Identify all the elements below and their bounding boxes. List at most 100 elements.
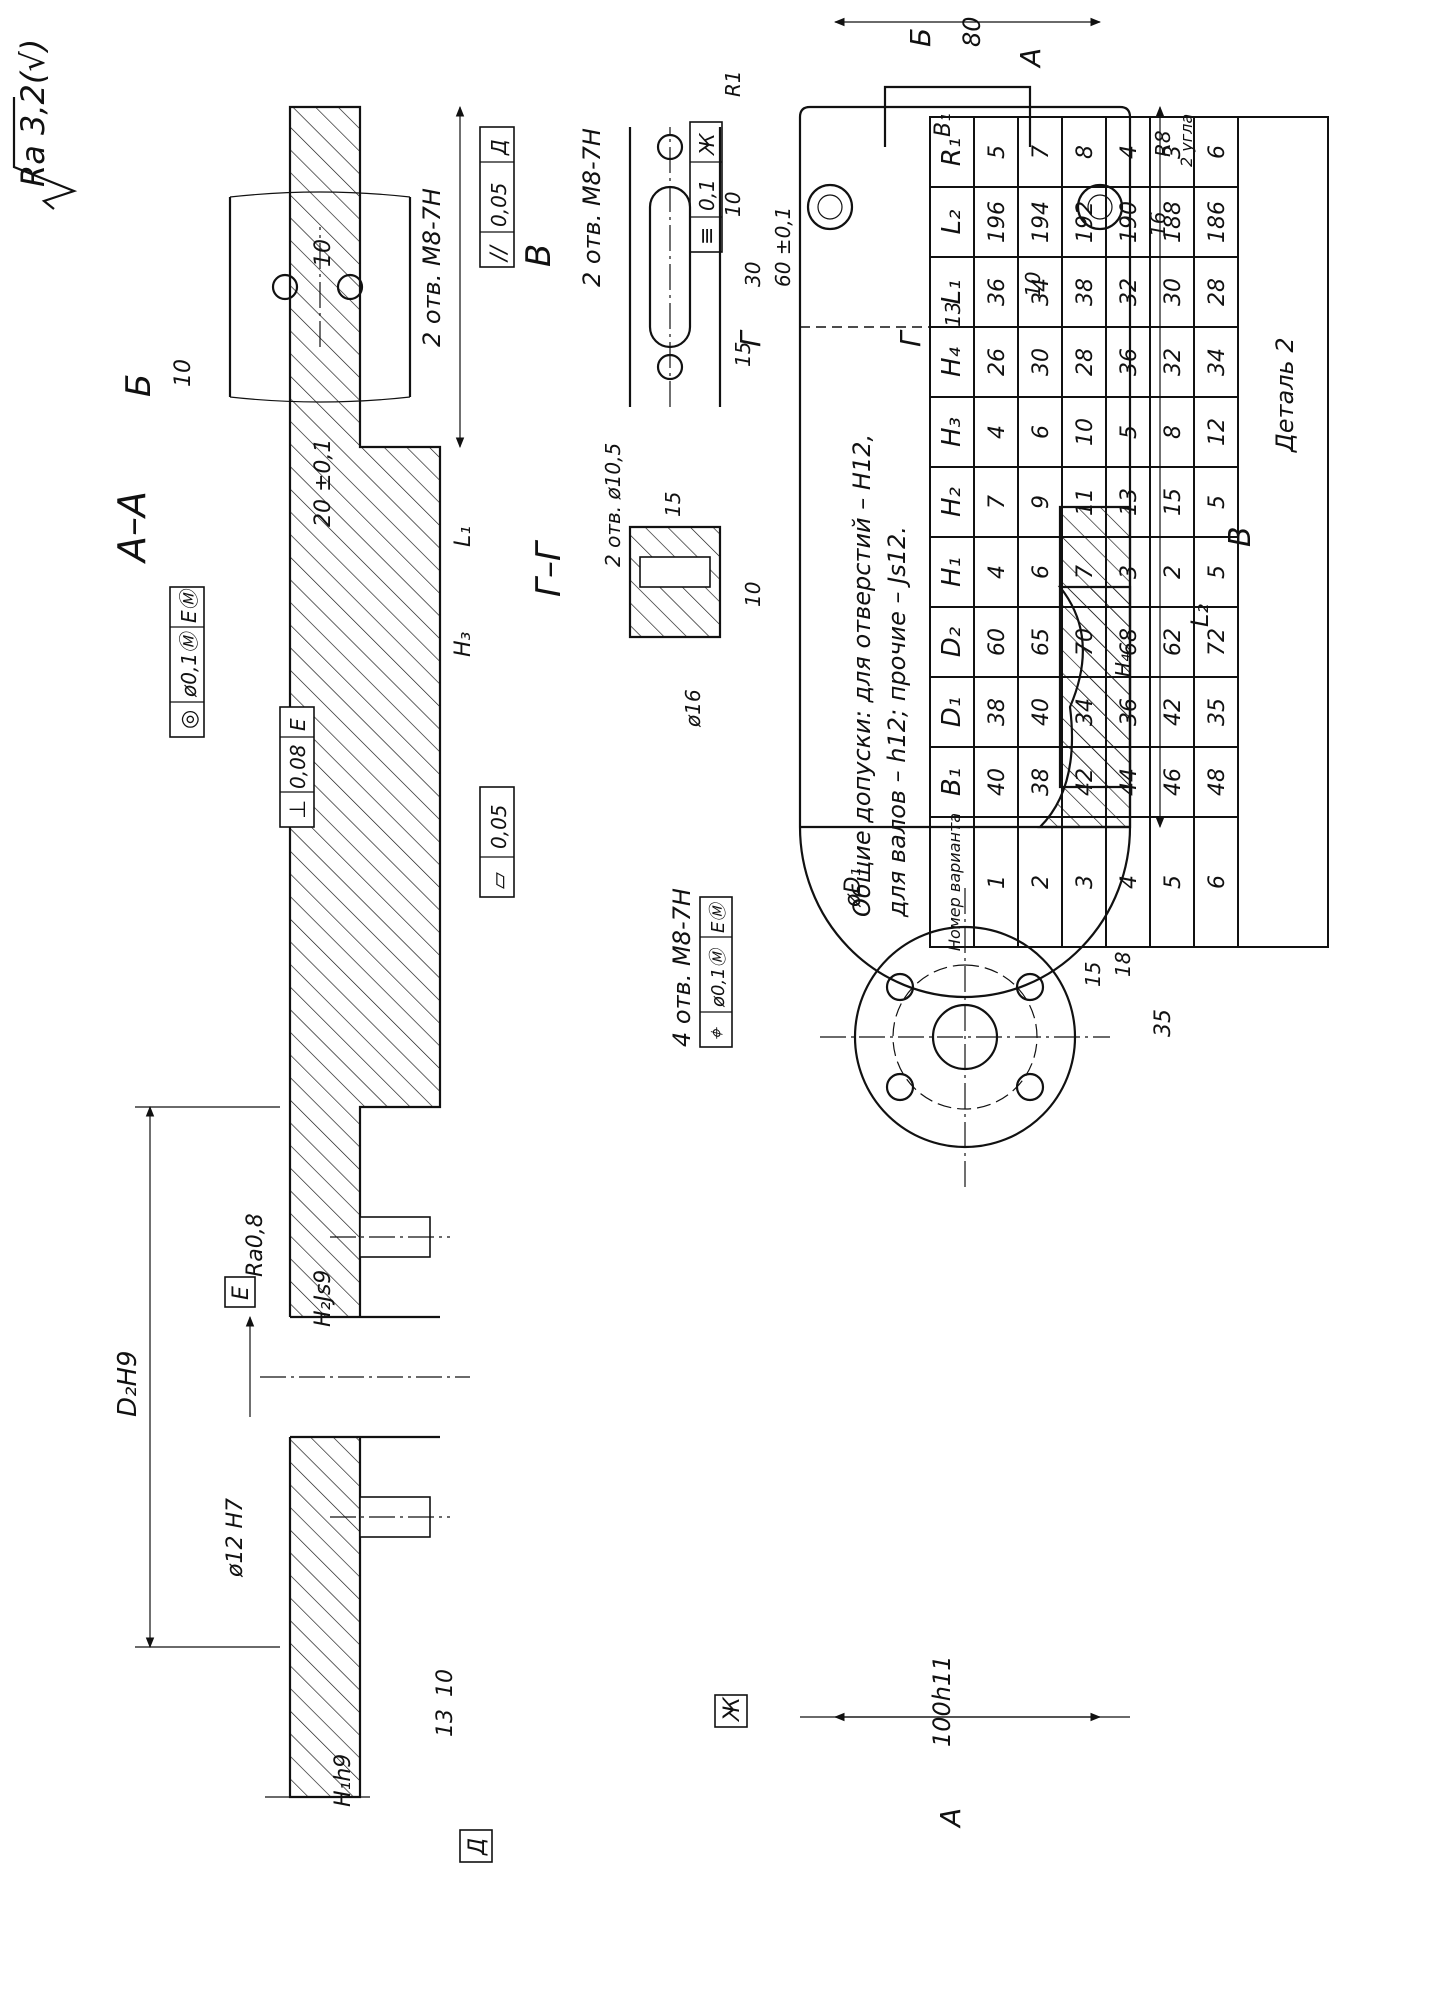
table-header-cell: L₁ — [937, 280, 967, 305]
table-cell: 72 — [1205, 628, 1230, 656]
view-b: Б 10 20 ±0,1 10 2 отв. М8-7Н — [119, 188, 446, 527]
pos-ref: ЕⓂ — [708, 901, 729, 933]
table-cell: 44 — [1117, 768, 1142, 796]
pos-sym: ⌖ — [705, 1027, 730, 1041]
dim-d1: øD₁ — [841, 868, 866, 908]
view-v-dim-30: 30 — [741, 262, 765, 287]
dim-l1: L₁ — [451, 526, 476, 547]
table-header-cell: B₁ — [937, 768, 967, 796]
tol-perp-val: 0,08 — [286, 744, 310, 789]
section-gg-note: 2 отв. ø10,5 — [601, 443, 625, 567]
view-v-note: 2 отв. М8-7Н — [578, 128, 606, 287]
table-cell: 5 — [1161, 875, 1186, 889]
tol-perp-sym: ⊥ — [286, 800, 311, 819]
table-cell: 2 — [1029, 875, 1054, 889]
table-header-cell: H₂ — [937, 487, 967, 517]
section-aa-title: А–А — [110, 491, 154, 565]
pos-val: ø0,1Ⓜ — [708, 946, 729, 1008]
table-cell: 70 — [1073, 628, 1098, 656]
table-cell: 6 — [1029, 565, 1054, 579]
dim-35: 35 — [1151, 1009, 1176, 1037]
table-cell: 30 — [1029, 348, 1054, 376]
table-header-cell: L₂ — [937, 210, 967, 235]
tol-position-frame: ⌖ ø0,1Ⓜ ЕⓂ — [699, 896, 733, 1048]
dim-100h11: 100h11 — [928, 1655, 956, 1747]
table-cell: 196 — [985, 201, 1010, 243]
table-cell: 12 — [1205, 418, 1230, 446]
table-cell: 5 — [1117, 425, 1142, 439]
roughness-bore: Ra0,8 — [243, 1213, 268, 1277]
holes-note: 4 отв. М8-7Н — [668, 888, 696, 1047]
view-b-note: 2 отв. М8-7Н — [418, 188, 446, 347]
table-cell: 28 — [1073, 348, 1098, 376]
table-cell: 188 — [1161, 201, 1186, 243]
table-cell: 5 — [1205, 495, 1230, 509]
table-cell: 65 — [1029, 628, 1054, 656]
table-cell: 32 — [1161, 348, 1186, 376]
dim-bore: ø12 H7 — [223, 1498, 248, 1578]
table-header-cell: H₄ — [937, 346, 967, 377]
view-v-dim-15: 15 — [731, 342, 755, 367]
tol-perp-ref: Е — [286, 718, 310, 731]
table-cell: 48 — [1205, 768, 1230, 796]
dim-18: 18 — [1111, 952, 1135, 977]
notes-line1: Общие допуски: для отверстий – H12, — [848, 434, 876, 917]
roughness-symbol: Ra 3,2(√) — [12, 39, 78, 210]
dim-10-a: 10 — [721, 192, 745, 217]
table-header-cell: D₁ — [937, 697, 967, 727]
datum-e: Е — [229, 1286, 254, 1300]
cut-b: Б — [904, 28, 937, 47]
table-cell: 32 — [1117, 278, 1142, 306]
tol-par-ref: Д — [487, 139, 511, 156]
dim-h2: H₂Js9 — [311, 1270, 336, 1327]
cut-g-left: Г — [734, 329, 767, 347]
cut-v: В — [1223, 526, 1258, 547]
dim-80: 80 — [958, 16, 986, 47]
table-cell: 40 — [1029, 698, 1054, 726]
tol-symmetry-frame: ≡ 0,1 Ж — [689, 121, 723, 253]
section-gg: Г–Г 2 отв. ø10,5 ø16 10 — [529, 443, 765, 728]
table-header-cell: D₂ — [937, 627, 967, 657]
table-cell: 36 — [985, 278, 1010, 306]
table-cell: 3 — [1117, 565, 1142, 579]
table-cell: 38 — [985, 698, 1010, 726]
table-cell: 4 — [1117, 875, 1142, 889]
table-cell: 38 — [1073, 278, 1098, 306]
cut-a-top: А — [1014, 48, 1047, 69]
dim-b1: B₁ — [931, 113, 956, 137]
tol-concentric-sym: ◎ — [177, 710, 202, 729]
view-b-dim-10: 10 — [171, 359, 196, 387]
table-cell: 7 — [1073, 565, 1098, 579]
table-cell: 7 — [985, 495, 1010, 509]
table-cell: 34 — [1029, 278, 1054, 306]
table-cell: 11 — [1073, 488, 1098, 516]
tol-par-val: 0,05 — [487, 182, 511, 227]
tol-flat-val: 0,05 — [487, 804, 511, 849]
table-cell: 30 — [1161, 278, 1186, 306]
tol-concentric-ref: ЕⓂ — [177, 587, 201, 623]
sym-sym: ≡ — [695, 227, 720, 245]
table-cell: 4 — [985, 565, 1010, 579]
section-gg-dim-10: 10 — [741, 582, 765, 607]
table-cell: 42 — [1161, 698, 1186, 726]
tol-par-sym: // — [487, 244, 512, 263]
table-cell: 62 — [1161, 628, 1186, 656]
view-v-dim-60: 60 ±0,1 — [771, 207, 795, 287]
table-cell: 1 — [985, 875, 1010, 889]
table-cell: 68 — [1117, 628, 1142, 656]
table-cell: 6 — [1205, 145, 1230, 159]
table-cell: 10 — [1073, 418, 1098, 446]
variant-table: Номер вариантаB₁D₁D₂H₁H₂H₃H₄L₁L₂R₁140386… — [929, 116, 1329, 951]
table-cell: 8 — [1161, 425, 1186, 439]
table-cell: 5 — [985, 145, 1010, 159]
table-cell: 35 — [1205, 698, 1230, 726]
table-cell: 34 — [1073, 698, 1098, 726]
r8-note: 2 угла — [1177, 114, 1196, 167]
table-cell: 13 — [1117, 488, 1142, 516]
section-gg-dim-16: ø16 — [681, 689, 705, 728]
table-cell: 3 — [1073, 875, 1098, 889]
table-cell: 190 — [1117, 201, 1142, 243]
cut-a-bottom: А — [934, 1808, 967, 1829]
table-header-cell: H₁ — [937, 557, 967, 587]
view-v-r1: R1 — [721, 70, 745, 97]
